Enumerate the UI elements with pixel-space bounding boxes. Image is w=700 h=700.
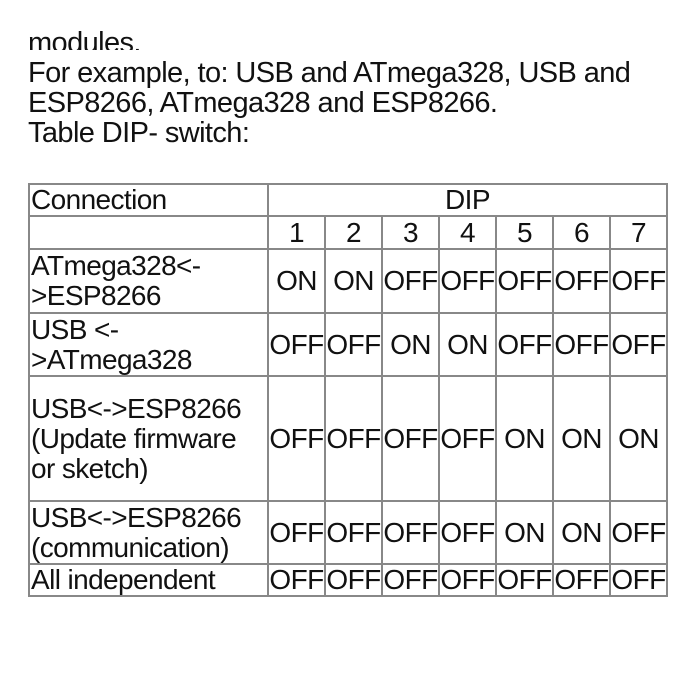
switch-state-cell: OFF (552, 563, 611, 597)
switch-state-cell: OFF (381, 375, 440, 502)
switch-state-cell: OFF (438, 375, 497, 502)
switch-state-cell: ON (552, 500, 611, 565)
switch-state-cell: OFF (267, 312, 326, 377)
dip-number: 4 (438, 215, 497, 250)
dip-number: 7 (609, 215, 668, 250)
clipped-line: modules. (28, 27, 141, 50)
switch-state-cell: OFF (438, 500, 497, 565)
clipped-text-region: modules. (0, 0, 700, 50)
switch-state-cell: ON (495, 375, 554, 502)
switch-state-cell: ON (267, 248, 326, 314)
switch-state-cell: ON (381, 312, 440, 377)
switch-state-cell: OFF (381, 500, 440, 565)
switch-state-cell: OFF (495, 248, 554, 314)
connection-cell: USB <->ATmega328 (28, 312, 269, 377)
switch-state-cell: ON (438, 312, 497, 377)
switch-state-cell: OFF (438, 563, 497, 597)
switch-state-cell: OFF (381, 563, 440, 597)
table-caption: Table DIP- switch: (28, 117, 250, 149)
dip-number: 2 (324, 215, 383, 250)
switch-state-cell: OFF (381, 248, 440, 314)
switch-state-cell: OFF (495, 563, 554, 597)
switch-state-cell: OFF (267, 563, 326, 597)
switch-state-cell: OFF (609, 248, 668, 314)
empty-cell (28, 215, 269, 250)
switch-state-cell: OFF (267, 500, 326, 565)
switch-state-cell: ON (324, 248, 383, 314)
intro-line-2: ESP8266, ATmega328 and ESP8266. (28, 87, 498, 119)
switch-state-cell: OFF (324, 500, 383, 565)
switch-state-cell: ON (609, 375, 668, 502)
switch-state-cell: OFF (552, 248, 611, 314)
switch-state-cell: OFF (324, 375, 383, 502)
table-row: USB<->ESP8266 (Update firmware or sketch… (28, 375, 668, 502)
dip-number: 5 (495, 215, 554, 250)
switch-state-cell: OFF (438, 248, 497, 314)
switch-state-cell: OFF (552, 312, 611, 377)
connection-cell: USB<->ESP8266 (communication) (28, 500, 269, 565)
dip-number: 3 (381, 215, 440, 250)
switch-state-cell: OFF (495, 312, 554, 377)
intro-line-1: For example, to: USB and ATmega328, USB … (28, 57, 631, 89)
switch-state-cell: OFF (609, 563, 668, 597)
switch-state-cell: OFF (267, 375, 326, 502)
header-connection: Connection (28, 183, 269, 217)
connection-cell: All independent (28, 563, 269, 597)
switch-state-cell: ON (552, 375, 611, 502)
switch-state-cell: OFF (609, 312, 668, 377)
switch-state-cell: ON (495, 500, 554, 565)
switch-state-cell: OFF (609, 500, 668, 565)
header-dip: DIP (267, 183, 668, 217)
switch-state-cell: OFF (324, 563, 383, 597)
dip-number: 6 (552, 215, 611, 250)
dip-number: 1 (267, 215, 326, 250)
connection-cell: ATmega328<->ESP8266 (28, 248, 269, 314)
header-row: Connection DIP (28, 183, 668, 217)
connection-cell: USB<->ESP8266 (Update firmware or sketch… (28, 375, 269, 502)
switch-state-cell: OFF (324, 312, 383, 377)
